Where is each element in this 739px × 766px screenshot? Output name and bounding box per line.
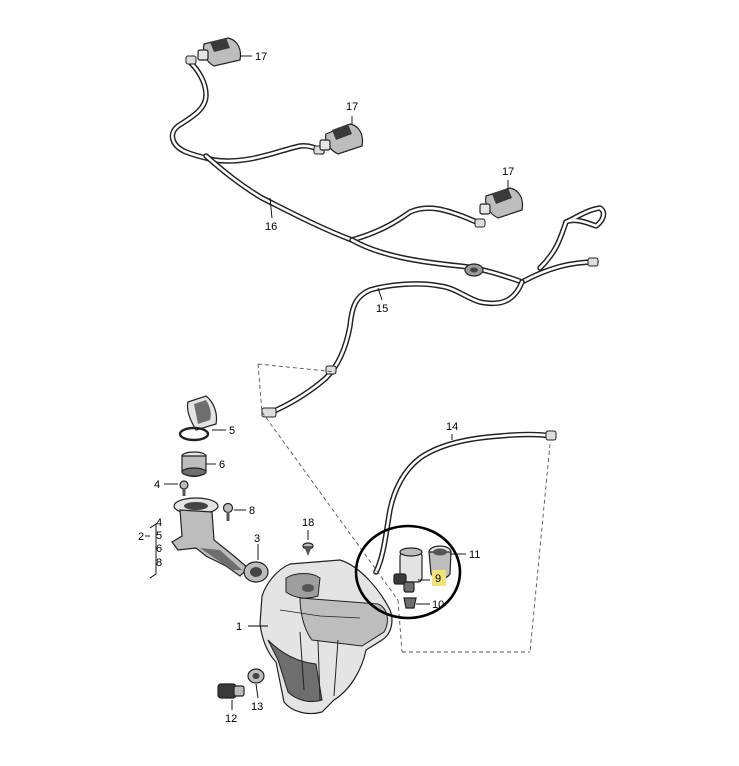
- hose-15: [261, 279, 525, 418]
- label-2-group-5: 5: [156, 530, 162, 542]
- highlight-circle: [354, 524, 462, 620]
- label-14: 14: [446, 421, 458, 433]
- hose-16: [169, 55, 607, 285]
- cap-5: [178, 395, 218, 442]
- label-17-right: 17: [502, 166, 514, 178]
- part-labels: 17 17 17 16 15 14 5 6 4 8 2 4 5 6 8 3 18…: [138, 51, 514, 725]
- label-16: 16: [265, 221, 277, 233]
- label-2-group-8: 8: [156, 557, 162, 569]
- label-17-middle: 17: [346, 101, 358, 113]
- grommet-13: [247, 668, 265, 684]
- label-10: 10: [432, 599, 444, 611]
- washer-pump-9: [393, 547, 423, 593]
- label-13: 13: [251, 701, 263, 713]
- grommet-10: [403, 597, 417, 609]
- label-2-group-4: 4: [156, 517, 162, 529]
- strainer-6: [181, 451, 207, 478]
- label-8: 8: [249, 505, 255, 517]
- screw-8-top: [222, 502, 234, 521]
- label-3: 3: [254, 533, 260, 545]
- label-2-group-6: 6: [156, 543, 162, 555]
- label-12: 12: [225, 713, 237, 725]
- label-4: 4: [154, 479, 160, 491]
- label-1: 1: [236, 621, 242, 633]
- washer-reservoir-1: [259, 559, 393, 715]
- label-15: 15: [376, 303, 388, 315]
- seal-3: [243, 561, 269, 583]
- nozzle-17-top: [197, 37, 242, 67]
- nozzle-17-right: [479, 187, 524, 219]
- level-sensor-12: [217, 683, 245, 699]
- label-17-top: 17: [255, 51, 267, 63]
- nozzle-17-middle: [319, 123, 364, 155]
- leader-lines: [145, 55, 509, 710]
- assembly-dashed-lines: [257, 363, 551, 653]
- label-2: 2: [138, 531, 144, 543]
- screw-4: [179, 480, 189, 496]
- label-9: 9: [435, 573, 441, 585]
- label-9-highlight: [432, 570, 446, 586]
- label-5: 5: [229, 425, 235, 437]
- label-18: 18: [302, 517, 314, 529]
- label-6: 6: [219, 459, 225, 471]
- label-11: 11: [469, 549, 480, 561]
- screw-18: [302, 542, 314, 556]
- filler-neck: [171, 497, 249, 577]
